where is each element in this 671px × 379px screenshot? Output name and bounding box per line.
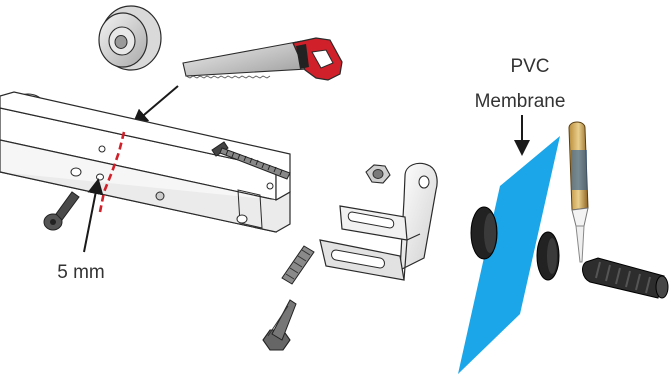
bolt-icon xyxy=(263,246,314,350)
pvc-label: PVC xyxy=(478,56,582,78)
measure-arrow xyxy=(84,186,97,252)
caster-wheel-icon xyxy=(99,6,161,70)
glue-tube-icon xyxy=(569,122,588,262)
rubber-washer-icon xyxy=(471,207,497,259)
hand-saw-icon xyxy=(183,38,342,80)
saw-arrow xyxy=(138,86,178,120)
hex-nut-icon xyxy=(366,165,390,183)
rubber-washer-icon xyxy=(537,232,559,280)
rubber-grip-icon xyxy=(583,258,668,298)
membrane-label: Membrane xyxy=(462,91,578,113)
cut-distance-label: 5 mm xyxy=(46,262,116,284)
screw-icon xyxy=(44,192,79,230)
